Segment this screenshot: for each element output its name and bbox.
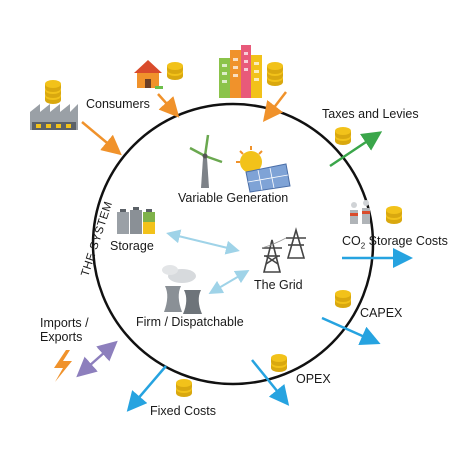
factory-icon xyxy=(30,104,78,130)
coin-stack-icon xyxy=(167,62,183,80)
label-exports-line: Exports xyxy=(40,330,83,345)
label-storage: Storage xyxy=(110,239,154,253)
arrow-city-in xyxy=(262,91,287,122)
house-icon xyxy=(134,60,163,89)
label-variable-generation: Variable Generation xyxy=(178,191,289,205)
arrow-capex-out xyxy=(321,316,381,346)
arrow-taxes-out xyxy=(329,131,383,168)
arrow-imports-exports xyxy=(76,340,118,378)
label-fixed-costs: Fixed Costs xyxy=(150,404,216,418)
chimney-icon xyxy=(350,200,370,224)
solar-panel-icon xyxy=(236,146,291,193)
arrow-storage-grid xyxy=(166,229,240,255)
coin-stack-icon xyxy=(271,354,287,372)
arrow-grid-firm xyxy=(208,269,250,295)
battery-icon xyxy=(117,207,155,234)
label-the-grid: The Grid xyxy=(254,278,303,292)
wind-turbine-icon xyxy=(189,134,223,188)
city-buildings-icon xyxy=(219,45,262,98)
arrow-fixed-costs-out xyxy=(126,365,167,412)
co2-suffix: Storage Costs xyxy=(365,234,448,248)
label-taxes-and-levies: Taxes and Levies xyxy=(322,107,419,121)
label-consumers: Consumers xyxy=(86,97,150,111)
label-co2-storage-costs: CO2 Storage Costs xyxy=(342,234,448,251)
coin-stack-icon xyxy=(335,290,351,308)
co2-subscript: 2 xyxy=(360,241,366,251)
cooling-tower-icon xyxy=(162,265,202,314)
label-imports-line: Imports / xyxy=(40,316,89,330)
coin-stack-icon xyxy=(386,206,402,224)
label-firm-dispatchable: Firm / Dispatchable xyxy=(136,315,244,329)
label-imports-exports: Imports / Exports xyxy=(40,316,89,345)
coin-stack-icon xyxy=(335,127,351,145)
coin-stack-icon xyxy=(176,379,192,397)
co2-prefix: CO xyxy=(342,234,361,248)
arrow-consumers-in xyxy=(81,121,122,156)
label-capex: CAPEX xyxy=(360,306,403,320)
arrow-opex-out xyxy=(251,359,290,406)
label-opex: OPEX xyxy=(296,372,331,386)
coin-stack-icon xyxy=(45,80,61,104)
coin-stack-icon xyxy=(267,62,283,86)
system-boundary-circle xyxy=(91,102,375,386)
arrow-house-in xyxy=(157,93,180,118)
transmission-tower-icon xyxy=(261,227,306,273)
lightning-bolt-icon xyxy=(54,350,72,382)
